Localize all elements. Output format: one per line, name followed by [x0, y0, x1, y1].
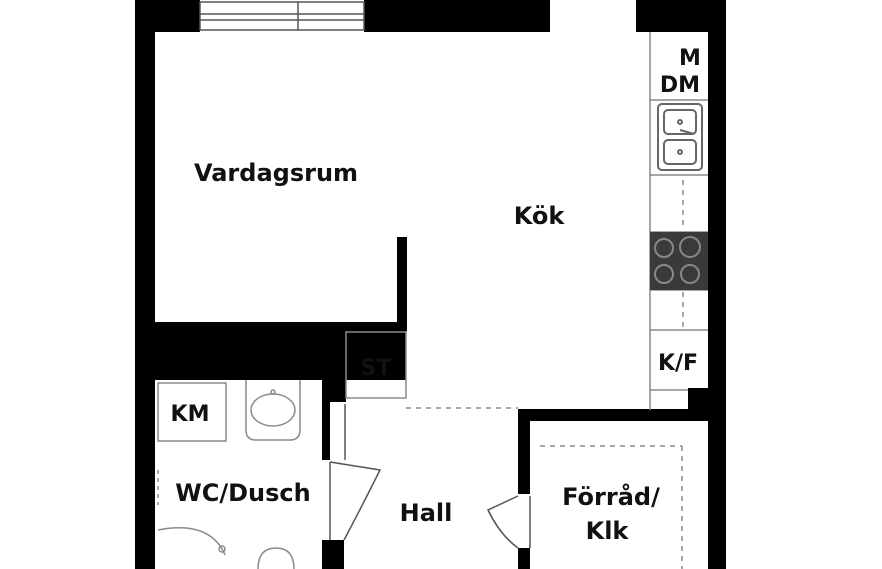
wall-storage-top [518, 409, 726, 421]
doors [329, 404, 531, 549]
storage-door [486, 495, 519, 549]
shower-icon [157, 527, 226, 556]
bathroom-fixtures [157, 380, 301, 569]
storage-shelf [540, 445, 683, 569]
wall-bath-hall [322, 400, 330, 460]
fixture-label-dishwasher: DM [660, 73, 700, 98]
wall-storage-right [708, 409, 726, 569]
bathroom-door [329, 461, 382, 541]
wall-right-outer [708, 0, 726, 412]
room-label-storage-line1: Förråd/ [562, 482, 660, 511]
room-label-storage-line2: Klk [586, 517, 630, 545]
wall-bath-left [135, 380, 155, 569]
fixture-label-wardrobe: ST [361, 356, 392, 381]
wall-living-partition [397, 237, 407, 331]
sink-icon [657, 103, 703, 171]
hob-icon [650, 232, 708, 290]
room-label-living: Vardagsrum [194, 159, 358, 187]
washbasin-icon [245, 380, 301, 441]
wardrobe [345, 331, 518, 409]
walls [135, 0, 726, 569]
fixture-label-washing-machine: KM [171, 402, 210, 427]
room-label-bathroom: WC/Dusch [175, 479, 310, 507]
wall-storage-left [518, 409, 530, 494]
fixture-label-microwave: M [679, 46, 701, 71]
wall-hall-left-stub [322, 322, 346, 402]
room-label-hall: Hall [400, 499, 453, 527]
fixture-label-fridge-freezer: K/F [658, 351, 698, 376]
wall-top-middle [364, 0, 550, 32]
wall-storage-left-lower [518, 548, 530, 569]
wall-bath-hall-lower [322, 540, 344, 569]
toilet-icon [257, 547, 295, 569]
window-top [199, 1, 365, 31]
washing-machine-box [157, 382, 227, 442]
room-label-kitchen: Kök [514, 202, 566, 230]
